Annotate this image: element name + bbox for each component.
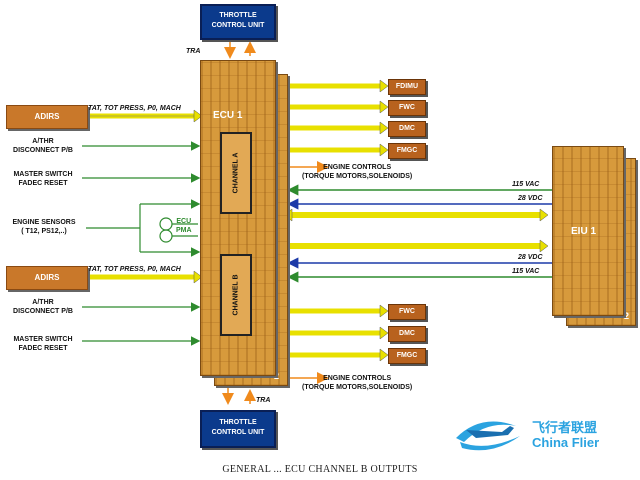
- ecu-pma-label: ECU PMA: [176, 218, 192, 234]
- adirs-bottom-link: [86, 270, 203, 284]
- output-fdimu: FDIMU: [388, 79, 426, 95]
- engine-sensors-label: ENGINE SENSORS ( T12, PS12,..): [12, 219, 76, 235]
- diagram-caption: GENERAL ... ECU CHANNEL B OUTPUTS: [222, 464, 418, 475]
- throttle-control-unit-bottom: THROTTLE CONTROL UNIT: [200, 410, 276, 448]
- adirs-top-link: [86, 109, 203, 123]
- label-28vdc-top: 28 VDC: [518, 195, 543, 202]
- eiu-links: [283, 184, 552, 283]
- label-28vdc-bottom: 28 VDC: [518, 254, 543, 261]
- throttle-bottom-line1: THROTTLE: [219, 419, 257, 426]
- watermark-logo: 飞行者联盟 China Flier: [436, 408, 636, 458]
- throttle-top-line1: THROTTLE: [219, 12, 257, 19]
- athr-label-top: A/THR DISCONNECT P/B: [13, 138, 73, 154]
- channel-b-label: CHANNEL B: [232, 274, 240, 316]
- channel-b-box: CHANNEL B: [220, 254, 252, 336]
- channel-a-box: CHANNEL A: [220, 132, 252, 214]
- output-fwc-bottom: FWC: [388, 304, 426, 320]
- engine-controls-bottom: ENGINE CONTROLS (TORQUE MOTORS,SOLENOIDS…: [302, 375, 413, 391]
- tra-label-top: TRA: [186, 48, 201, 55]
- output-dmc-top: DMC: [388, 121, 426, 137]
- ecu-title: ECU 1: [213, 110, 243, 121]
- eiu-title: EIU 1: [571, 226, 597, 237]
- engine-controls-top: ENGINE CONTROLS (TORQUE MOTORS,SOLENOIDS…: [302, 164, 413, 180]
- output-fmgc-bottom: FMGC: [388, 348, 426, 364]
- throttle-bottom-line2: CONTROL UNIT: [211, 429, 265, 436]
- adirs-box-top: ADIRS: [6, 105, 88, 129]
- pma-link: [159, 217, 198, 243]
- throttle-top-line2: CONTROL UNIT: [211, 22, 265, 29]
- eiu-board-1: EIU 1: [552, 146, 624, 316]
- throttle-control-unit-top: THROTTLE CONTROL UNIT: [200, 4, 276, 40]
- adirs-signal-top: TAT, TOT PRESS, P0, MACH: [88, 105, 181, 112]
- throttle-bottom-links: [222, 388, 256, 405]
- label-115vac-top: 115 VAC: [512, 181, 540, 188]
- throttle-top-links: [224, 41, 256, 59]
- channel-a-label: CHANNEL A: [232, 152, 240, 194]
- ecu-number: 2: [273, 371, 279, 381]
- master-switch-label-bottom: MASTER SWITCH FADEC RESET: [13, 336, 73, 352]
- output-dmc-bottom: DMC: [388, 326, 426, 342]
- label-115vac-bottom: 115 VAC: [512, 268, 540, 275]
- airplane-logo-icon: [456, 421, 520, 451]
- outputs-top-links: [286, 79, 389, 173]
- output-fwc-top: FWC: [388, 100, 426, 116]
- output-fmgc-top: FMGC: [388, 143, 426, 159]
- master-switch-label-top: MASTER SWITCH FADEC RESET: [13, 171, 73, 187]
- adirs-signal-bottom: TAT, TOT PRESS, P0, MACH: [88, 266, 181, 273]
- watermark-text: 飞行者联盟 China Flier: [532, 420, 600, 450]
- outputs-bottom-links: [286, 304, 389, 384]
- eiu-number: 2: [623, 311, 629, 321]
- engine-sensors-link: [86, 199, 201, 257]
- athr-label-bottom: A/THR DISCONNECT P/B: [13, 299, 73, 315]
- tra-label-bottom: TRA: [256, 397, 271, 404]
- adirs-box-bottom: ADIRS: [6, 266, 88, 290]
